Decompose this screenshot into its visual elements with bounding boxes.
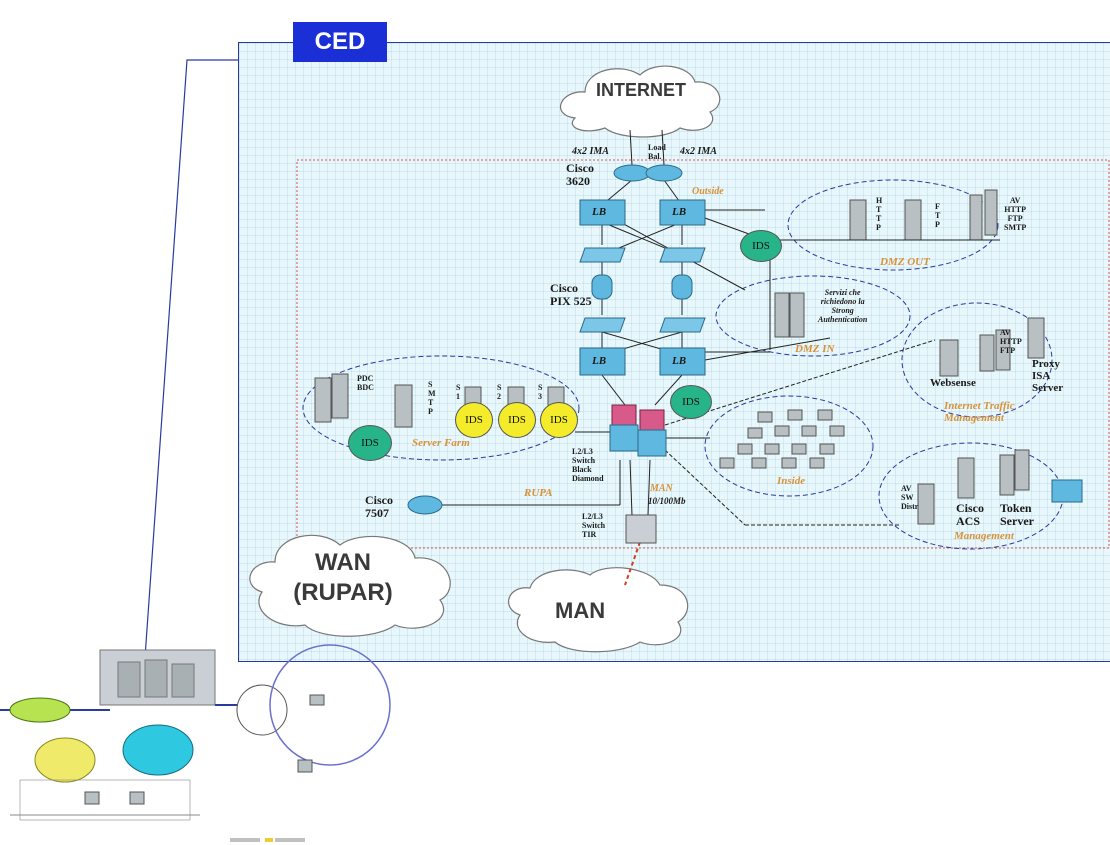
dmz-in-ellipse <box>715 275 911 357</box>
lb-top-left <box>579 199 626 226</box>
switch-mid-right <box>659 317 706 333</box>
itm-ellipse <box>901 302 1053 418</box>
internet-cloud <box>560 65 721 138</box>
lb-label-2: LB <box>672 206 687 218</box>
man-link-label: MAN <box>650 483 673 494</box>
switch-bd-label: L2/L3 Switch Black Diamond <box>572 447 604 483</box>
man-uplink <box>624 541 641 586</box>
ids-outside: IDS <box>740 230 782 262</box>
ids-s3: IDS <box>540 402 578 438</box>
itm-av-label: AV HTTP FTP <box>1000 328 1022 355</box>
core-switch-black-diamond <box>609 404 667 457</box>
lb-bottom-right <box>659 347 706 376</box>
proxy-label: Proxy ISA Server <box>1032 358 1064 394</box>
dmz-out-av: AV HTTP FTP SMTP <box>1004 196 1027 232</box>
overview-thumbnail <box>0 644 391 842</box>
ids-server-farm: IDS <box>348 425 392 461</box>
itm-label: Internet Traffic Management <box>944 400 1015 424</box>
server-dmz-in-b <box>789 292 805 338</box>
dmz-out-label: DMZ OUT <box>880 256 930 268</box>
lb-top-right <box>659 199 706 226</box>
router-3620-left <box>613 164 651 182</box>
rupa-label: RUPA <box>524 487 553 499</box>
internet-label: INTERNET <box>596 80 686 100</box>
ced-tab: CED <box>293 22 387 62</box>
switch-top-right <box>659 247 706 263</box>
server-token-b <box>1014 449 1030 491</box>
lb-label-1: LB <box>592 206 607 218</box>
switch-mid-left <box>579 317 626 333</box>
server-http <box>849 199 867 241</box>
dashed-links <box>664 339 936 526</box>
server-farm-label: Server Farm <box>412 437 470 449</box>
lb-bottom-left <box>579 347 626 376</box>
inside-label: Inside <box>777 475 806 487</box>
switch-top-left <box>579 247 626 263</box>
router-7507 <box>407 495 443 515</box>
dmz-out-http: H T T P <box>876 196 883 232</box>
man-cloud <box>508 567 689 653</box>
server-av-b <box>984 189 998 236</box>
server-itm-av-a <box>979 334 995 372</box>
inside-ellipse <box>704 395 874 497</box>
zoom-connector-line <box>142 59 238 687</box>
s3-label: S 3 <box>538 383 543 401</box>
ima-left-label: 4x2 IMA <box>572 146 609 157</box>
lb-label-4: LB <box>672 355 687 367</box>
wan-cloud <box>249 534 451 637</box>
server-pdc-b <box>331 373 349 419</box>
acs-label: Cisco ACS <box>956 501 984 528</box>
man-label: MAN <box>555 598 606 623</box>
router-3620-right <box>645 164 683 182</box>
server-smtp <box>394 384 413 428</box>
switch-tir-label: L2/L3 Switch TIR <box>582 512 606 539</box>
ids-s1: IDS <box>455 402 493 438</box>
ima-right-label: 4x2 IMA <box>680 146 717 157</box>
cisco-7507-label: Cisco 7507 <box>365 493 393 520</box>
server-dmz-in-a <box>774 292 790 338</box>
server-proxy <box>1027 317 1045 359</box>
server-farm-ellipse <box>302 355 580 461</box>
server-itm-av-b <box>995 329 1011 371</box>
token-label: Token Server <box>1000 501 1034 528</box>
dmz-in-label: DMZ IN <box>795 343 835 355</box>
management-label: Management <box>954 530 1014 542</box>
dmz-in-desc: Servizi che richiedono la Strong Authent… <box>818 288 868 324</box>
outside-label: Outside <box>692 186 724 197</box>
s1-label: S 1 <box>456 383 461 401</box>
pix-label: Cisco PIX 525 <box>550 281 592 308</box>
inside-workstations <box>719 409 845 469</box>
server-av-sw <box>917 483 935 525</box>
wan-label: WAN (RUPAR) <box>293 549 393 606</box>
server-token-a <box>999 454 1015 496</box>
pdc-bdc-label: PDC BDC <box>357 374 374 392</box>
speed-label: 10/100Mb <box>648 496 686 506</box>
switch-tir <box>625 514 657 544</box>
s2-label: S 2 <box>497 383 502 401</box>
dmz-out-ellipse <box>787 179 999 271</box>
server-acs <box>957 457 975 499</box>
mgmt-av-label: AV SW Distr <box>901 484 919 511</box>
smtp-label: S M T P <box>428 380 436 416</box>
perimeter-box <box>296 159 1110 549</box>
mgmt-workstation <box>1051 479 1083 503</box>
dmz-out-ftp: F T P <box>935 202 941 229</box>
pix-left <box>591 274 613 300</box>
server-ftp <box>904 199 922 241</box>
lb-label-3: LB <box>592 355 607 367</box>
server-websense <box>939 339 959 377</box>
ids-s2: IDS <box>498 402 536 438</box>
pix-right <box>671 274 693 300</box>
server-av-a <box>969 194 983 241</box>
ids-core: IDS <box>670 385 712 419</box>
cisco-3620-label: Cisco 3620 <box>566 161 594 188</box>
load-bal-label: Load Bal. <box>648 143 666 161</box>
websense-label: Websense <box>930 377 976 389</box>
server-pdc-a <box>314 377 332 423</box>
